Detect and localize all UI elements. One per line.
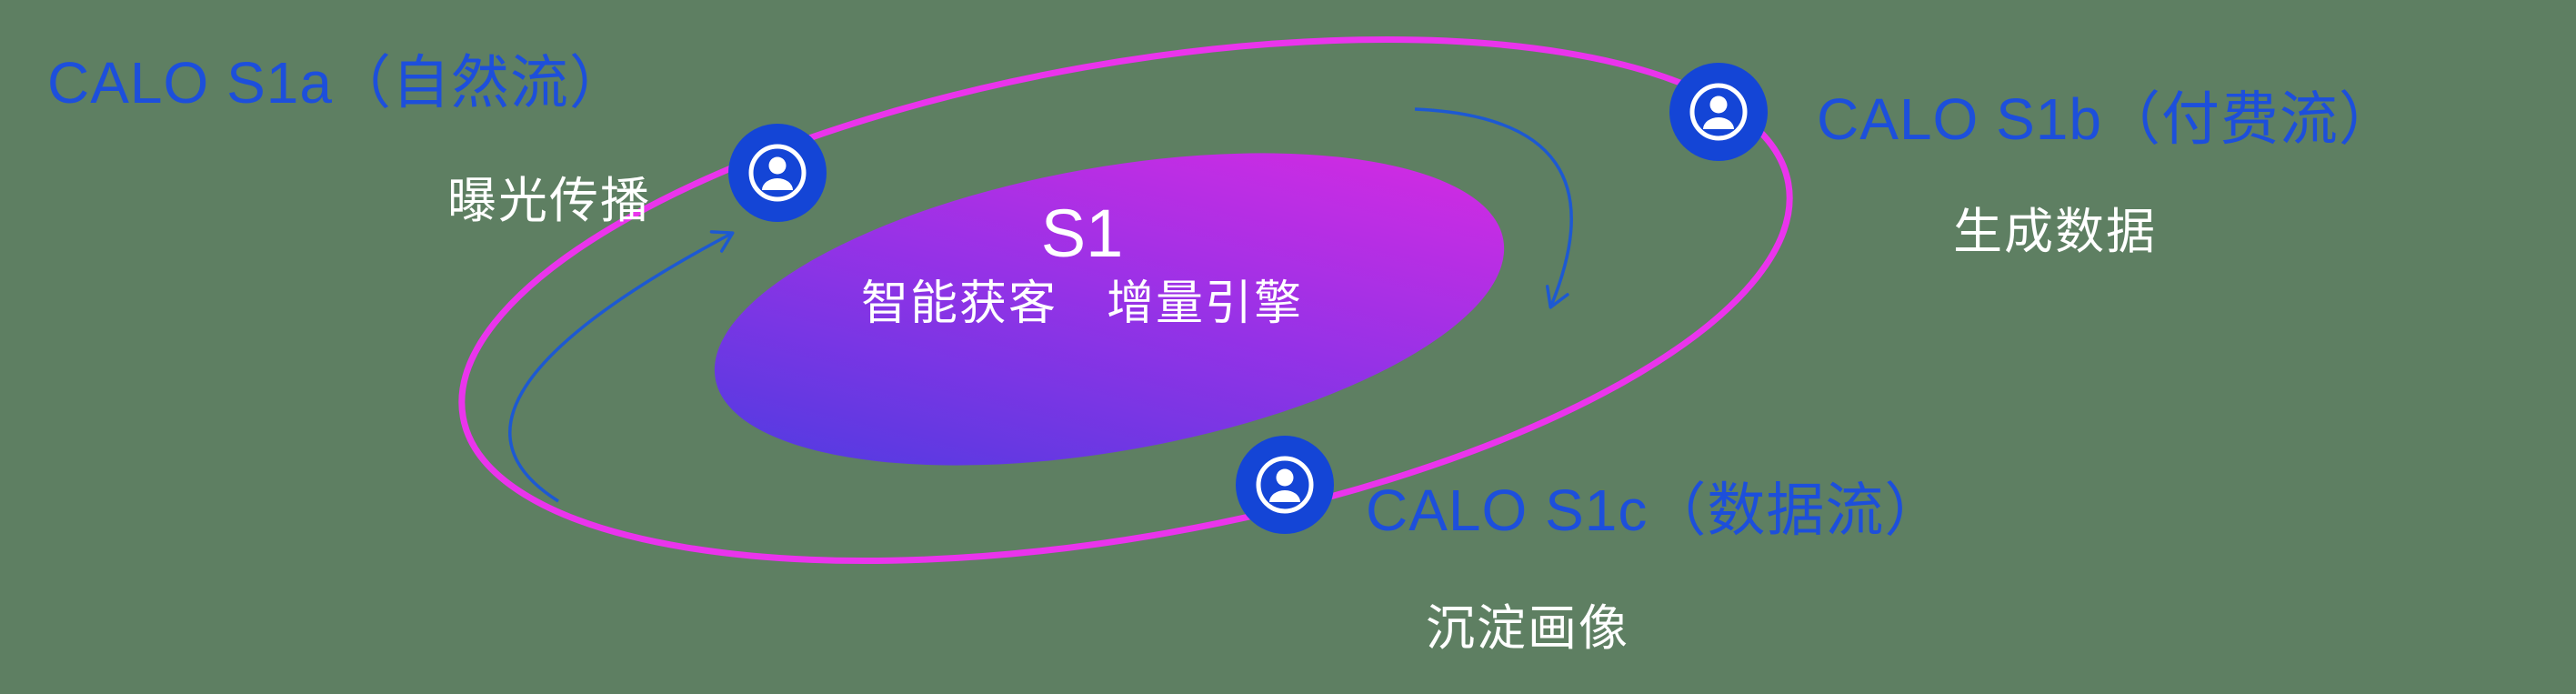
person-badge-icon — [1669, 63, 1768, 161]
core-title: S1 — [1040, 196, 1124, 271]
person-badge-icon — [728, 124, 827, 222]
flow-arrow-left — [508, 230, 735, 503]
person-badge-icon — [1236, 436, 1334, 534]
label-s1a-subtitle: 曝光传播 — [447, 174, 651, 228]
label-s1b-subtitle: 生成数据 — [1953, 205, 2157, 259]
node-s1a — [728, 124, 827, 222]
core-ellipse — [714, 153, 1505, 466]
node-s1c — [1236, 436, 1334, 534]
label-s1a-title: CALO S1a（自然流） — [47, 50, 628, 116]
node-s1b — [1669, 63, 1768, 161]
flow-arrow-right — [1414, 107, 1573, 309]
core-subtitle: 智能获客 增量引擎 — [860, 277, 1303, 330]
core-label-group: S1 智能获客 增量引擎 — [809, 198, 1355, 330]
label-s1c-subtitle: 沉淀画像 — [1426, 601, 1629, 656]
label-s1c-title: CALO S1c（数据流） — [1366, 478, 1944, 543]
orbit-ring — [458, 36, 1793, 564]
label-s1b-title: CALO S1b（付费流） — [1817, 86, 2398, 152]
